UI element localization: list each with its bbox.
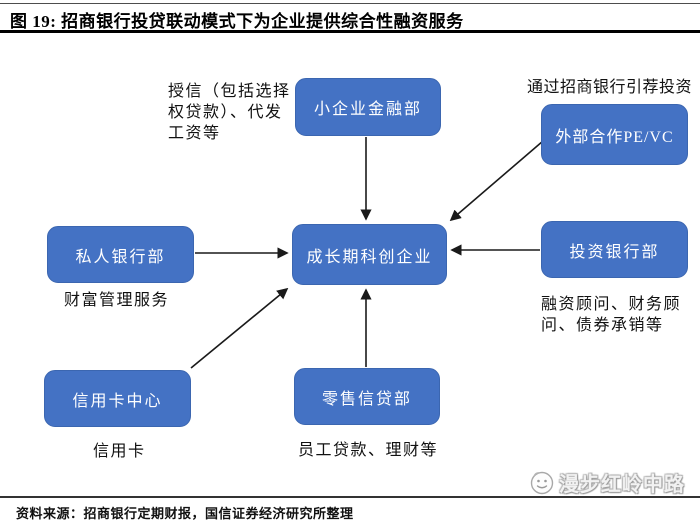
node-growth-stage-company: 成长期科创企业	[292, 224, 447, 285]
arrow-pevc-to-center	[449, 140, 544, 222]
node-retail-credit: 零售信贷部	[294, 368, 440, 425]
note-investment-banking: 融资顾问、财务顾问、债券承销等	[541, 296, 682, 334]
figure-title: 图 19: 招商银行投贷联动模式下为企业提供综合性融资服务	[10, 12, 464, 31]
watermark-text: 漫步红岭中路	[559, 473, 685, 496]
source-caption: 资料来源：招商银行定期财报，国信证券经济研究所整理	[16, 506, 354, 521]
node-credit-card-center: 信用卡中心	[44, 370, 191, 427]
note-credit-card-center: 信用卡	[93, 443, 146, 460]
note-retail-credit: 员工贷款、理财等	[298, 442, 439, 459]
note-external-pevc: 通过招商银行引荐投资	[527, 79, 693, 96]
note-smb-finance: 授信（包括选择权贷款）、代发工资等	[168, 83, 291, 142]
node-external-pevc: 外部合作PE/VC	[541, 104, 688, 165]
arrow-credit-to-center	[190, 287, 289, 369]
watermark: 漫步红岭中路	[528, 464, 694, 500]
title-underline-rule	[0, 30, 700, 33]
node-smb-finance: 小企业金融部	[295, 78, 441, 136]
footer-rule	[0, 496, 700, 498]
note-private-banking: 财富管理服务	[64, 292, 170, 309]
smiley-face-icon	[530, 471, 554, 495]
top-rule	[0, 3, 700, 4]
node-private-banking: 私人银行部	[47, 226, 194, 283]
node-investment-banking: 投资银行部	[541, 221, 688, 278]
